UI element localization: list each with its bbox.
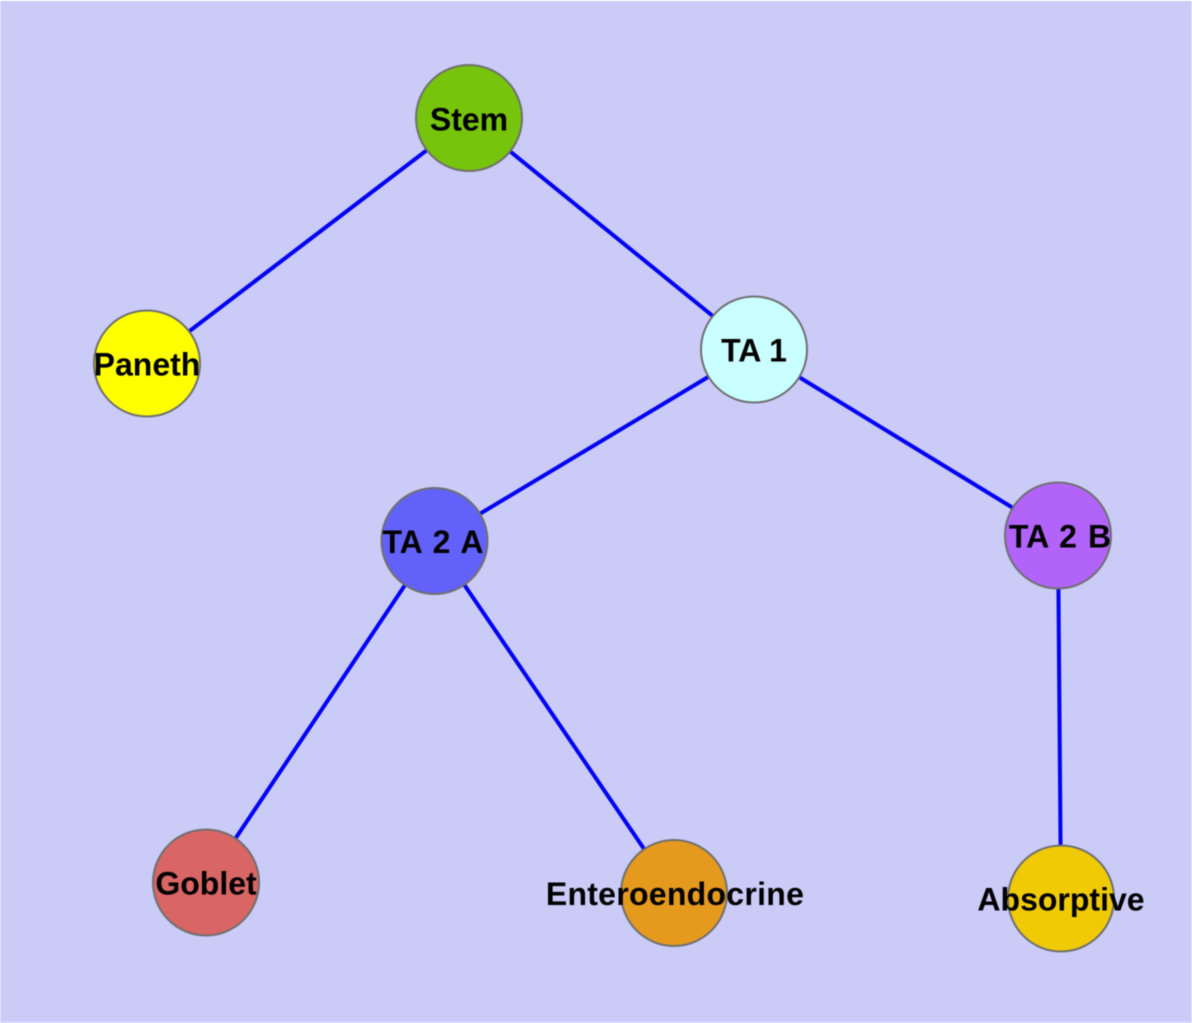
svg-text:Paneth: Paneth [94, 347, 201, 383]
svg-text:TA 2 B: TA 2 B [1009, 519, 1111, 555]
svg-text:TA 1: TA 1 [721, 333, 787, 369]
svg-text:Enteroendocrine: Enteroendocrine [546, 876, 804, 912]
svg-text:Goblet: Goblet [155, 866, 257, 902]
svg-text:TA 2 A: TA 2 A [383, 524, 484, 560]
svg-text:Absorptive: Absorptive [977, 882, 1144, 918]
svg-text:Stem: Stem [430, 102, 508, 138]
